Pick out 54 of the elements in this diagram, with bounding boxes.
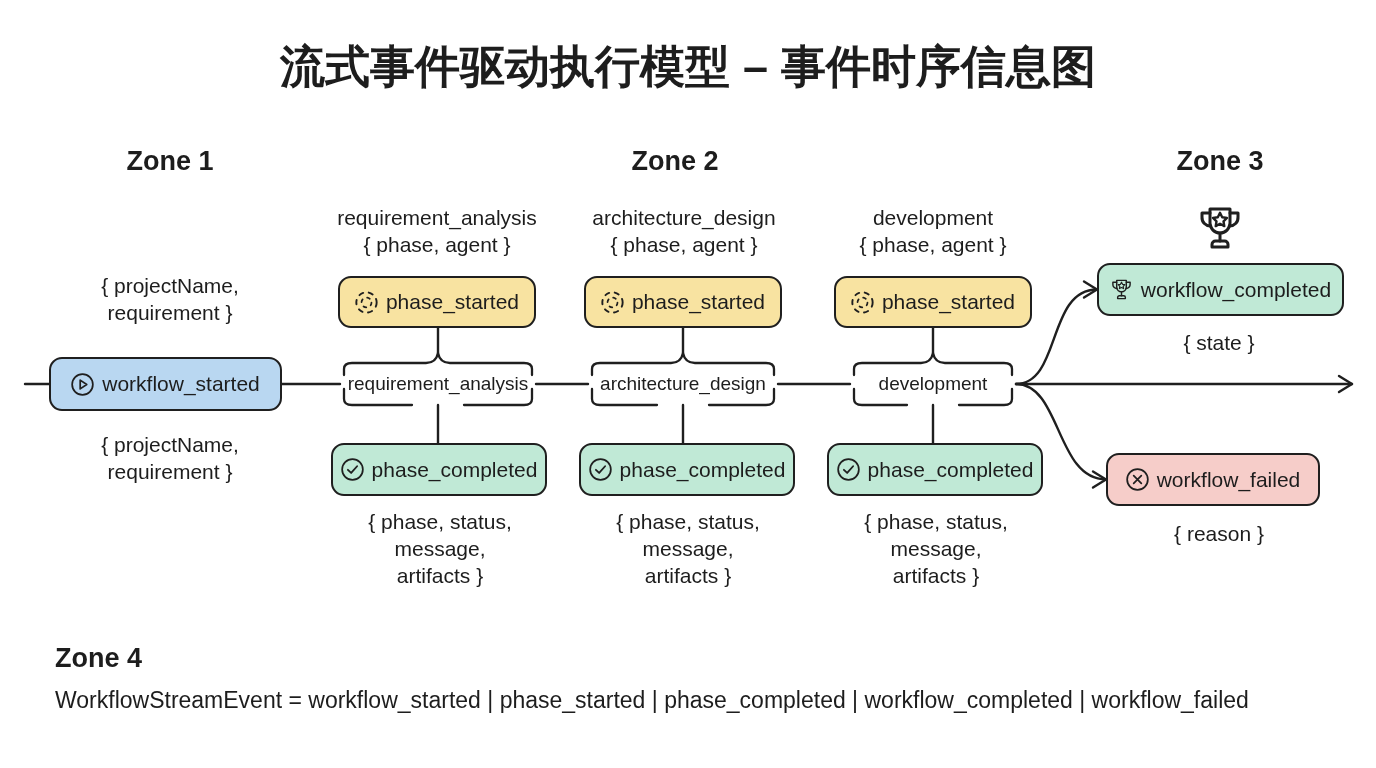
phase-start-box xyxy=(834,276,1032,328)
event-name: workflow_started xyxy=(102,371,260,397)
phase-name: requirement_analysis xyxy=(346,372,530,396)
zone-heading: Zone 4 xyxy=(55,642,142,675)
event-name: phase_started xyxy=(631,289,766,315)
phase-complete-box xyxy=(579,443,795,496)
payload-text: { projectName, requirement } xyxy=(100,432,240,485)
event-name: phase_completed xyxy=(867,456,1034,483)
phase-start-box xyxy=(584,276,782,328)
connector-line xyxy=(931,326,935,355)
phase-name-text: requirement_analysis xyxy=(336,205,538,231)
connector-line xyxy=(436,403,440,445)
connector-line xyxy=(534,382,590,386)
failure-box xyxy=(1106,453,1320,506)
phase-start-box xyxy=(338,276,536,328)
payload-text: { phase, agent } xyxy=(858,232,1008,258)
diagram-title: 流式事件驱动执行模型 – 事件时序信息图 xyxy=(280,40,1096,94)
event-name: phase_started xyxy=(881,289,1016,315)
success-box xyxy=(1097,263,1344,316)
connector-line xyxy=(280,382,342,386)
start-event-box xyxy=(49,357,282,411)
phase-name: development xyxy=(877,372,989,396)
phase-name: architecture_design xyxy=(599,372,767,396)
zone-heading: Zone 3 xyxy=(1176,145,1264,178)
payload-text: { phase, agent } xyxy=(609,232,759,258)
phase-complete-box xyxy=(331,443,547,496)
event-name: phase_completed xyxy=(371,456,538,483)
payload-text: { phase, status, message, artifacts } xyxy=(863,509,1009,589)
connector-line xyxy=(436,326,440,355)
type-definition: WorkflowStreamEvent = workflow_started | phase_started | phase_completed | workflow_completed | workflow_failed xyxy=(55,686,1249,715)
payload-text: { state } xyxy=(1182,330,1256,356)
payload-text: { projectName, requirement } xyxy=(100,273,240,326)
connector-line xyxy=(776,382,852,386)
event-name: workflow_failed xyxy=(1156,466,1301,493)
connector-line xyxy=(681,403,685,445)
connector-line xyxy=(23,382,51,386)
phase-bracket xyxy=(588,351,778,409)
event-name: phase_completed xyxy=(619,456,786,483)
event-name: workflow_completed xyxy=(1140,276,1332,303)
payload-text: { phase, status, message, artifacts } xyxy=(615,509,761,589)
phase-name-text: development xyxy=(871,205,995,231)
arrow xyxy=(1014,374,1354,394)
phase-name-text: architecture_design xyxy=(591,205,777,231)
payload-text: { phase, agent } xyxy=(362,232,512,258)
connector-line xyxy=(681,326,685,355)
payload-text: { reason } xyxy=(1173,521,1265,547)
payload-text: { phase, status, message, artifacts } xyxy=(367,509,513,589)
phase-bracket xyxy=(340,351,536,409)
zone-heading: Zone 1 xyxy=(126,145,214,178)
connector-line xyxy=(931,403,935,445)
event-name: phase_started xyxy=(385,289,520,315)
phase-complete-box xyxy=(827,443,1043,496)
phase-bracket xyxy=(850,351,1016,409)
zone-heading: Zone 2 xyxy=(631,145,719,178)
